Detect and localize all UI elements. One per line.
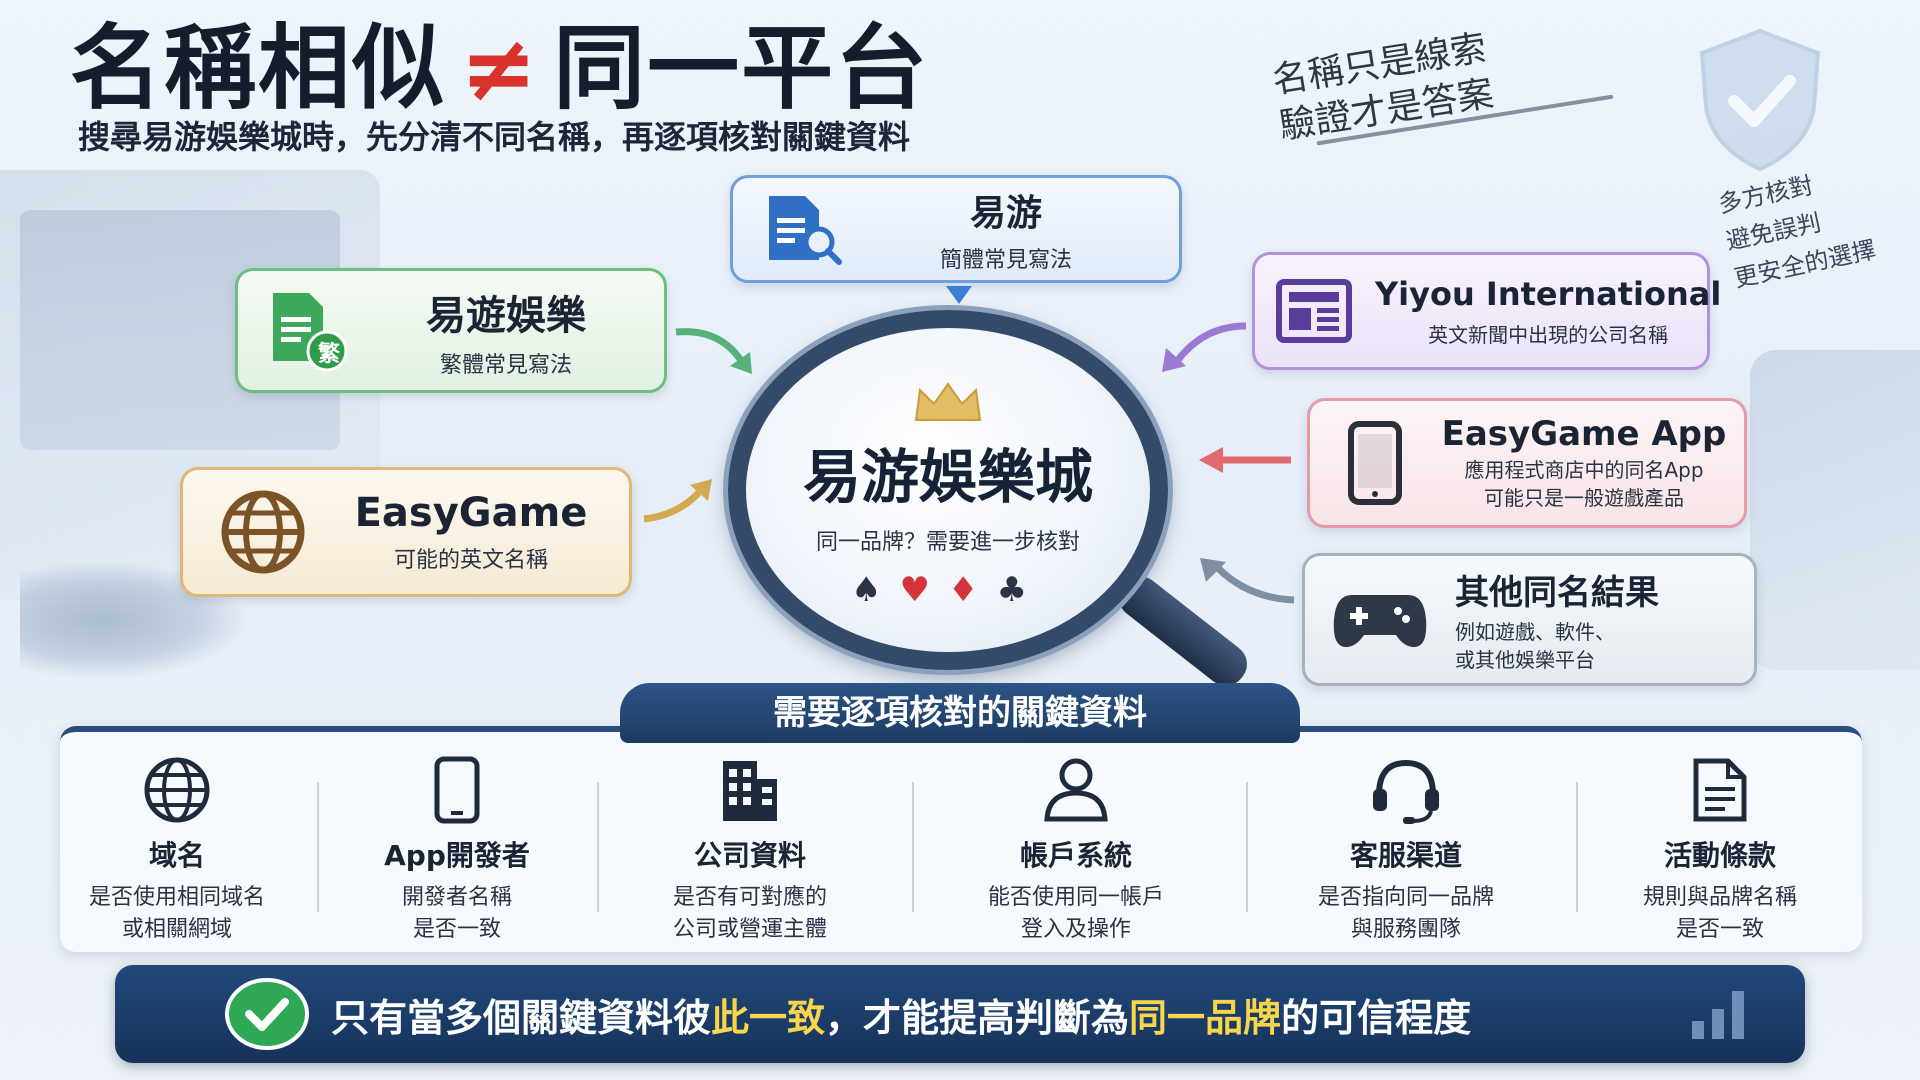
arrow-green-icon: [675, 328, 752, 374]
building-icon: [610, 754, 890, 826]
panel-title: 需要逐項核對的關鍵資料: [620, 683, 1300, 743]
document-icon: [1580, 754, 1860, 826]
check-item-terms: 活動條款 規則與品牌名稱是否一致: [1580, 754, 1860, 946]
divider: [912, 782, 914, 912]
background-phone: [1750, 350, 1920, 670]
arrow-red-icon: [1199, 447, 1291, 473]
gamepad-icon: [1305, 589, 1455, 651]
check-item-company: 公司資料 是否有可對應的公司或營運主體: [610, 754, 890, 946]
card-title: EasyGame App: [1441, 414, 1727, 454]
phone-icon: [1310, 420, 1440, 506]
arrow-down-icon: [946, 286, 972, 304]
card-suits: ♠♥♦♣: [746, 570, 1150, 610]
name-card-international: Yiyou International 英文新聞中出現的公司名稱: [1252, 252, 1721, 370]
center-title: 易游娛樂城: [802, 443, 1093, 511]
name-card-other: 其他同名結果 例如遊戲、軟件、或其他娛樂平台: [1302, 553, 1757, 686]
not-equal-symbol: ≠: [460, 15, 540, 122]
newspaper-icon: [1255, 278, 1375, 344]
name-card-traditional: 繁 易遊娛樂 繁體常見寫法: [235, 268, 667, 393]
shield-check-icon: [1699, 28, 1821, 172]
main-title: 名稱相似≠同一平台: [70, 15, 930, 122]
side-handwritten-note: 多方核對 避免誤判 更安全的選擇: [1715, 171, 1879, 293]
check-item-support: 客服渠道 是否指向同一品牌與服務團隊: [1266, 754, 1546, 946]
club-icon: ♣: [996, 570, 1045, 610]
arrow-gray-icon: [1200, 558, 1295, 604]
name-card-yiyou: 易游 簡體常見寫法: [730, 175, 1182, 283]
card-description: 可能的英文名稱: [393, 548, 548, 573]
heart-icon: ♥: [899, 570, 948, 610]
document-search-icon: [733, 192, 873, 266]
key-data-panel: [60, 726, 1862, 952]
card-description: 簡體常見寫法: [939, 248, 1072, 273]
magnifier-lens: 易游娛樂城 同一品牌？需要進一步核對 ♠♥♦♣: [728, 310, 1256, 694]
conclusion-text: 只有當多個關鍵資料彼此一致，才能提高判斷為同一品牌的可信程度: [331, 995, 1472, 1040]
globe-icon: [37, 754, 317, 826]
globe-icon: [183, 487, 343, 577]
arrow-purple-icon: [1162, 322, 1247, 372]
check-item-account: 帳戶系統 能否使用同一帳戶登入及操作: [936, 754, 1216, 946]
divider: [317, 782, 319, 912]
document-icon: 繁: [238, 289, 378, 373]
card-title: 其他同名結果: [1455, 573, 1659, 613]
diamond-icon: ♦: [948, 570, 997, 610]
card-title: 易游: [969, 193, 1042, 234]
card-title: 易遊娛樂: [426, 292, 586, 339]
center-subtitle: 同一品牌？需要進一步核對: [815, 530, 1080, 555]
divider: [1246, 782, 1248, 912]
card-description: 例如遊戲、軟件、或其他娛樂平台: [1455, 620, 1615, 672]
card-title: EasyGame: [354, 490, 588, 536]
headset-icon: [1266, 754, 1546, 826]
name-card-easygame: EasyGame 可能的英文名稱: [180, 467, 632, 597]
spade-icon: ♠: [851, 570, 900, 610]
card-description: 繁體常見寫法: [439, 352, 572, 378]
divider: [1576, 782, 1578, 912]
card-title: Yiyou International: [1375, 274, 1722, 313]
check-circle-icon: [225, 978, 309, 1050]
phone-icon: [317, 754, 597, 826]
crown-icon: [746, 380, 1150, 428]
card-description: 英文新聞中出現的公司名稱: [1428, 322, 1669, 347]
conclusion-banner: 只有當多個關鍵資料彼此一致，才能提高判斷為同一品牌的可信程度: [115, 965, 1805, 1063]
check-item-app-developer: App開發者 開發者名稱是否一致: [317, 754, 597, 946]
traditional-badge: 繁: [317, 341, 340, 367]
arrow-gold-icon: [643, 479, 712, 523]
check-item-domain: 域名 是否使用相同域名或相關網域: [37, 754, 317, 946]
subtitle: 搜尋易游娛樂城時，先分清不同名稱，再逐項核對關鍵資料: [78, 118, 911, 156]
user-icon: [936, 754, 1216, 826]
signal-bars-icon: [1692, 991, 1744, 1039]
divider: [597, 782, 599, 912]
